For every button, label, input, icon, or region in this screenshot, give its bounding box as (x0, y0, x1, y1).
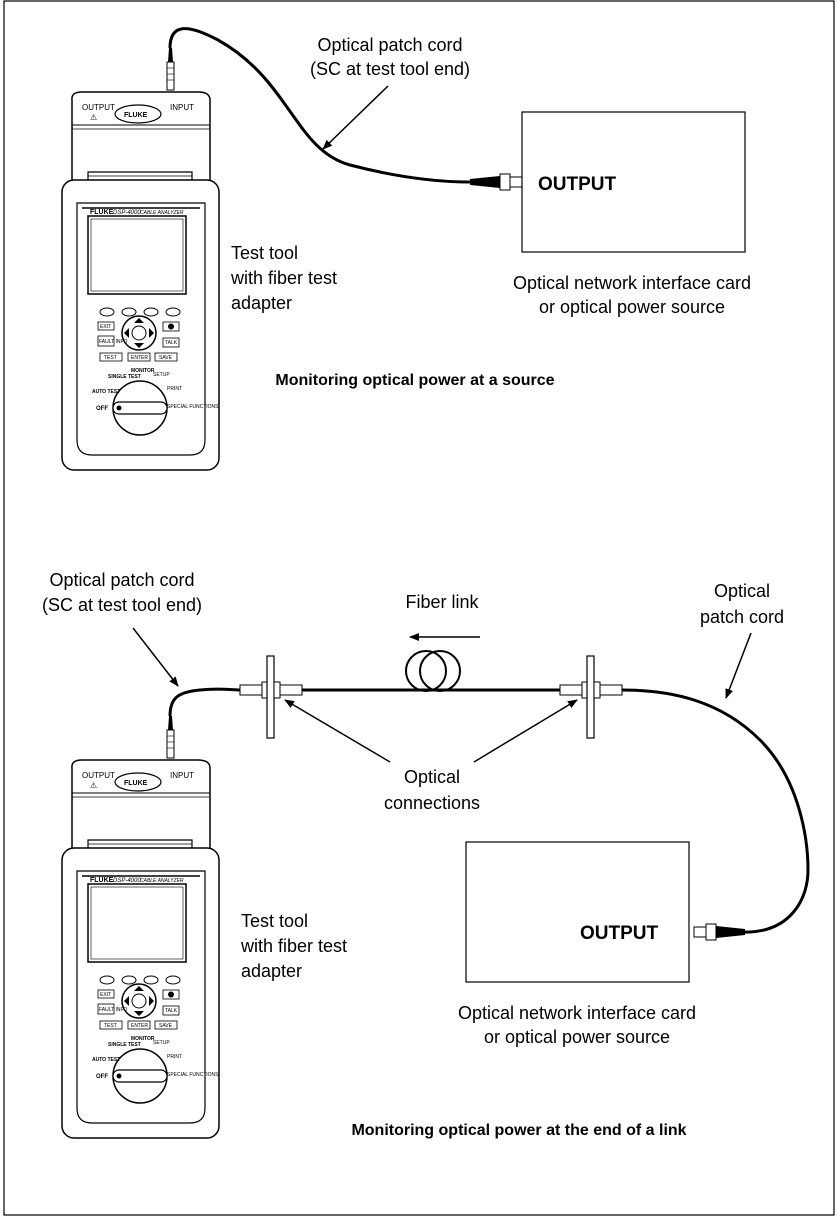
tool-label-bottom-3: adapter (241, 961, 302, 981)
test-tool-top: OUTPUT ⚠ INPUT FLUKE FLUKE DSP-4000 CABL… (61, 91, 220, 471)
dial-print-label: PRINT (167, 386, 182, 392)
dial-monitor-label: MONITOR (131, 1036, 155, 1042)
card-label-bottom-1: Optical network interface card (458, 1003, 696, 1023)
key-talk-label: TALK (165, 1008, 178, 1014)
optical-connection-right (559, 655, 623, 739)
patch-cord-label-top-2: (SC at test tool end) (310, 59, 470, 79)
connection-arrow-left (284, 699, 391, 763)
dial-auto-label: AUTO TEST (92, 1057, 120, 1063)
dial-auto-label: AUTO TEST (92, 389, 120, 395)
key-test-label: TEST (104, 355, 117, 361)
face-brand: FLUKE (90, 877, 114, 884)
patch-cord-arrow-right (725, 632, 752, 699)
caption-top: Monitoring optical power at a source (275, 372, 554, 389)
optical-connection-left (239, 655, 303, 739)
key-exit-label: EXIT (100, 992, 111, 998)
network-card-box-bottom (465, 841, 690, 983)
patch-cord-label-bottom-1: Optical patch cord (49, 570, 194, 590)
connections-label-2: connections (384, 793, 480, 813)
tool-label-top-1: Test tool (231, 243, 298, 263)
key-fault-label: FAULT INFO (99, 1007, 128, 1013)
card-label-top-1: Optical network interface card (513, 273, 751, 293)
model-sub-label: CABLE ANALYZER (140, 878, 184, 884)
tool-label-bottom-1: Test tool (241, 911, 308, 931)
patch-cord-right-label-2: patch cord (700, 607, 784, 627)
test-tool-bottom: OUTPUT ⚠ INPUT FLUKE FLUKE DSP-4000 CABL… (61, 759, 220, 1139)
cord-connector-bottom (693, 923, 745, 941)
dial-off-label: OFF (96, 406, 108, 412)
dial-print-label: PRINT (167, 1054, 182, 1060)
key-exit-label: EXIT (100, 324, 111, 330)
brand-logo: FLUKE (124, 112, 148, 119)
dial-single-label: SINGLE TEST (108, 374, 141, 380)
cord-connector-top (470, 173, 523, 191)
patch-cord-bottom-left (168, 687, 241, 717)
key-save-label: SAVE (159, 1023, 173, 1029)
dial-setup-label: SETUP (153, 1040, 170, 1046)
patch-cord-arrow-top (322, 85, 389, 150)
patch-cord-label-bottom-2: (SC at test tool end) (42, 595, 202, 615)
dial-monitor-label: MONITOR (131, 368, 155, 374)
card-label-bottom-2: or optical power source (484, 1027, 670, 1047)
key-enter-label: ENTER (131, 355, 148, 361)
network-card-box-top (521, 111, 746, 253)
port-input-label: INPUT (170, 103, 194, 112)
key-enter-label: ENTER (131, 1023, 148, 1029)
port-output-label: OUTPUT (82, 103, 115, 112)
sc-connector-bottom (166, 716, 175, 759)
tool-label-bottom-2: with fiber test (240, 936, 347, 956)
port-input-label: INPUT (170, 771, 194, 780)
connections-label-1: Optical (404, 767, 460, 787)
card-label-top-2: or optical power source (539, 297, 725, 317)
caption-bottom: Monitoring optical power at the end of a… (351, 1122, 686, 1139)
tool-label-top-3: adapter (231, 293, 292, 313)
dial-special-label: SPECIAL FUNCTIONS (167, 404, 219, 410)
patch-cord-bottom-right (621, 688, 810, 934)
output-label-top: OUTPUT (538, 174, 617, 195)
face-brand: FLUKE (90, 209, 114, 216)
dial-off-label: OFF (96, 1074, 108, 1080)
patch-cord-top (168, 27, 471, 184)
model-label: DSP-4000 (113, 878, 141, 884)
dial-setup-label: SETUP (153, 372, 170, 378)
patch-cord-label-top-1: Optical patch cord (317, 35, 462, 55)
model-sub-label: CABLE ANALYZER (140, 210, 184, 216)
top-diagram: OUTPUT ⚠ INPUT FLUKE FLUKE DSP-4000 CABL… (61, 27, 751, 471)
patch-cord-arrow-bottom (132, 627, 179, 687)
brand-logo: FLUKE (124, 780, 148, 787)
key-save-label: SAVE (159, 355, 173, 361)
warning-icon: ⚠ (90, 781, 97, 790)
key-test-label: TEST (104, 1023, 117, 1029)
output-label-bottom: OUTPUT (580, 923, 659, 944)
fiber-coil-icon (405, 650, 461, 692)
warning-icon: ⚠ (90, 113, 97, 122)
key-talk-label: TALK (165, 340, 178, 346)
model-label: DSP-4000 (113, 210, 141, 216)
dial-single-label: SINGLE TEST (108, 1042, 141, 1048)
bottom-diagram: OUTPUT ⚠ INPUT FLUKE FLUKE DSP-4000 CABL… (42, 570, 810, 1139)
patch-cord-right-label-1: Optical (714, 581, 770, 601)
sc-connector-top (166, 48, 175, 91)
dial-special-label: SPECIAL FUNCTIONS (167, 1072, 219, 1078)
connection-arrow-right (473, 699, 578, 763)
port-output-label: OUTPUT (82, 771, 115, 780)
tool-label-top-2: with fiber test (230, 268, 337, 288)
fiber-link-label: Fiber link (405, 592, 479, 612)
key-fault-label: FAULT INFO (99, 339, 128, 345)
